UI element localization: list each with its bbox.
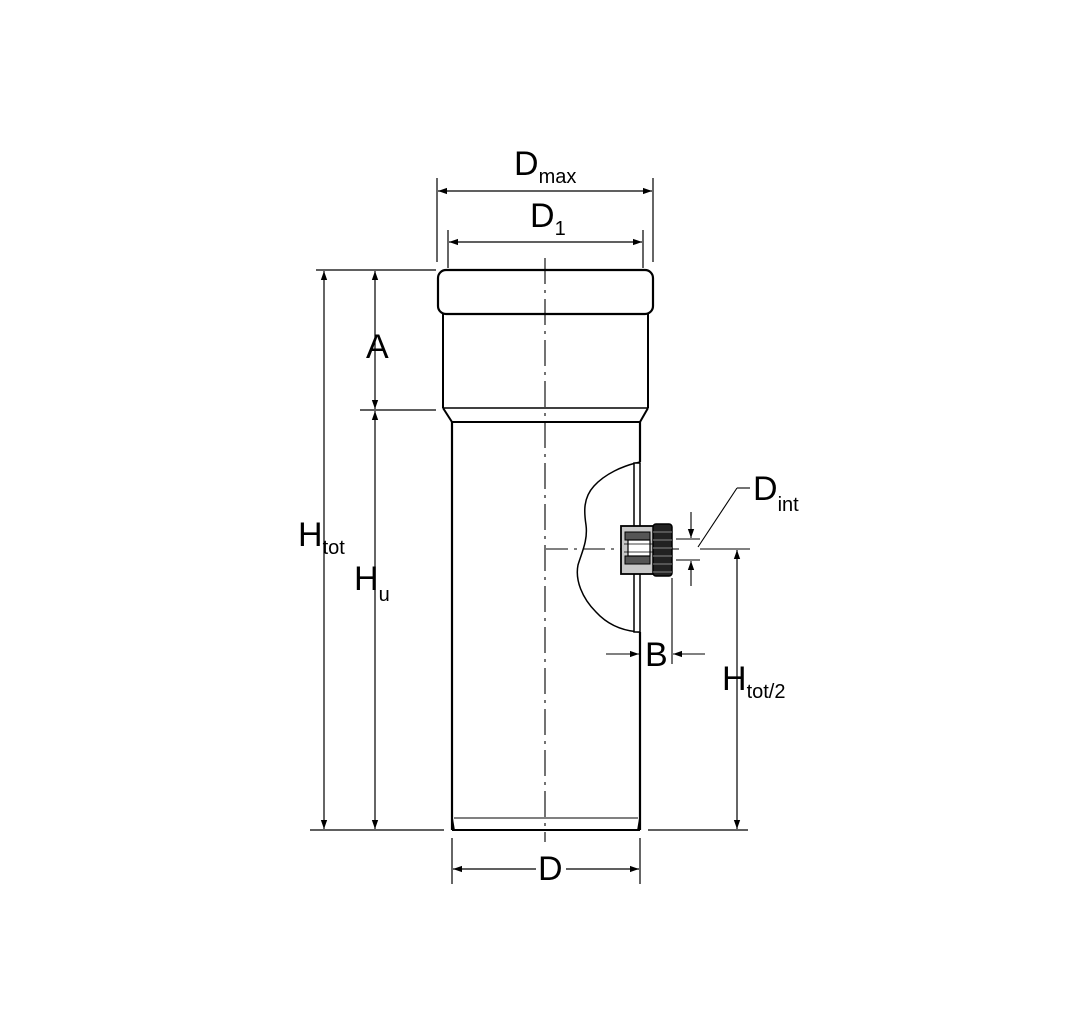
dim-d-1: D1 (447, 197, 644, 268)
label-a: A (366, 328, 389, 366)
dim-d: D (451, 838, 641, 888)
dim-d-max: Dmax (436, 145, 654, 262)
dim-d-int: Dint (676, 470, 799, 586)
dim-h-tot-half: Htot/2 (700, 548, 785, 829)
inspection-plug (620, 523, 673, 577)
dim-h-tot: Htot (298, 271, 345, 829)
label-h-tot-half: Htot/2 (722, 660, 785, 703)
dim-h-u: Hu (354, 411, 390, 829)
dim-a: A (366, 271, 389, 409)
label-d-1: D1 (530, 197, 566, 240)
label-d-int: Dint (753, 470, 799, 516)
label-d-max: Dmax (514, 145, 576, 188)
cutaway-break-line (576, 461, 641, 633)
label-d: D (538, 850, 563, 888)
left-extension-lines (310, 269, 748, 831)
dim-b: B (606, 578, 705, 674)
label-h-tot: Htot (298, 516, 345, 559)
pipe-spigot-end (451, 817, 641, 831)
plug-knurled-cap (652, 523, 673, 577)
pipe-body (436, 258, 655, 842)
label-h-u: Hu (354, 560, 390, 606)
label-b: B (645, 636, 668, 674)
pipe-taper (442, 407, 649, 423)
